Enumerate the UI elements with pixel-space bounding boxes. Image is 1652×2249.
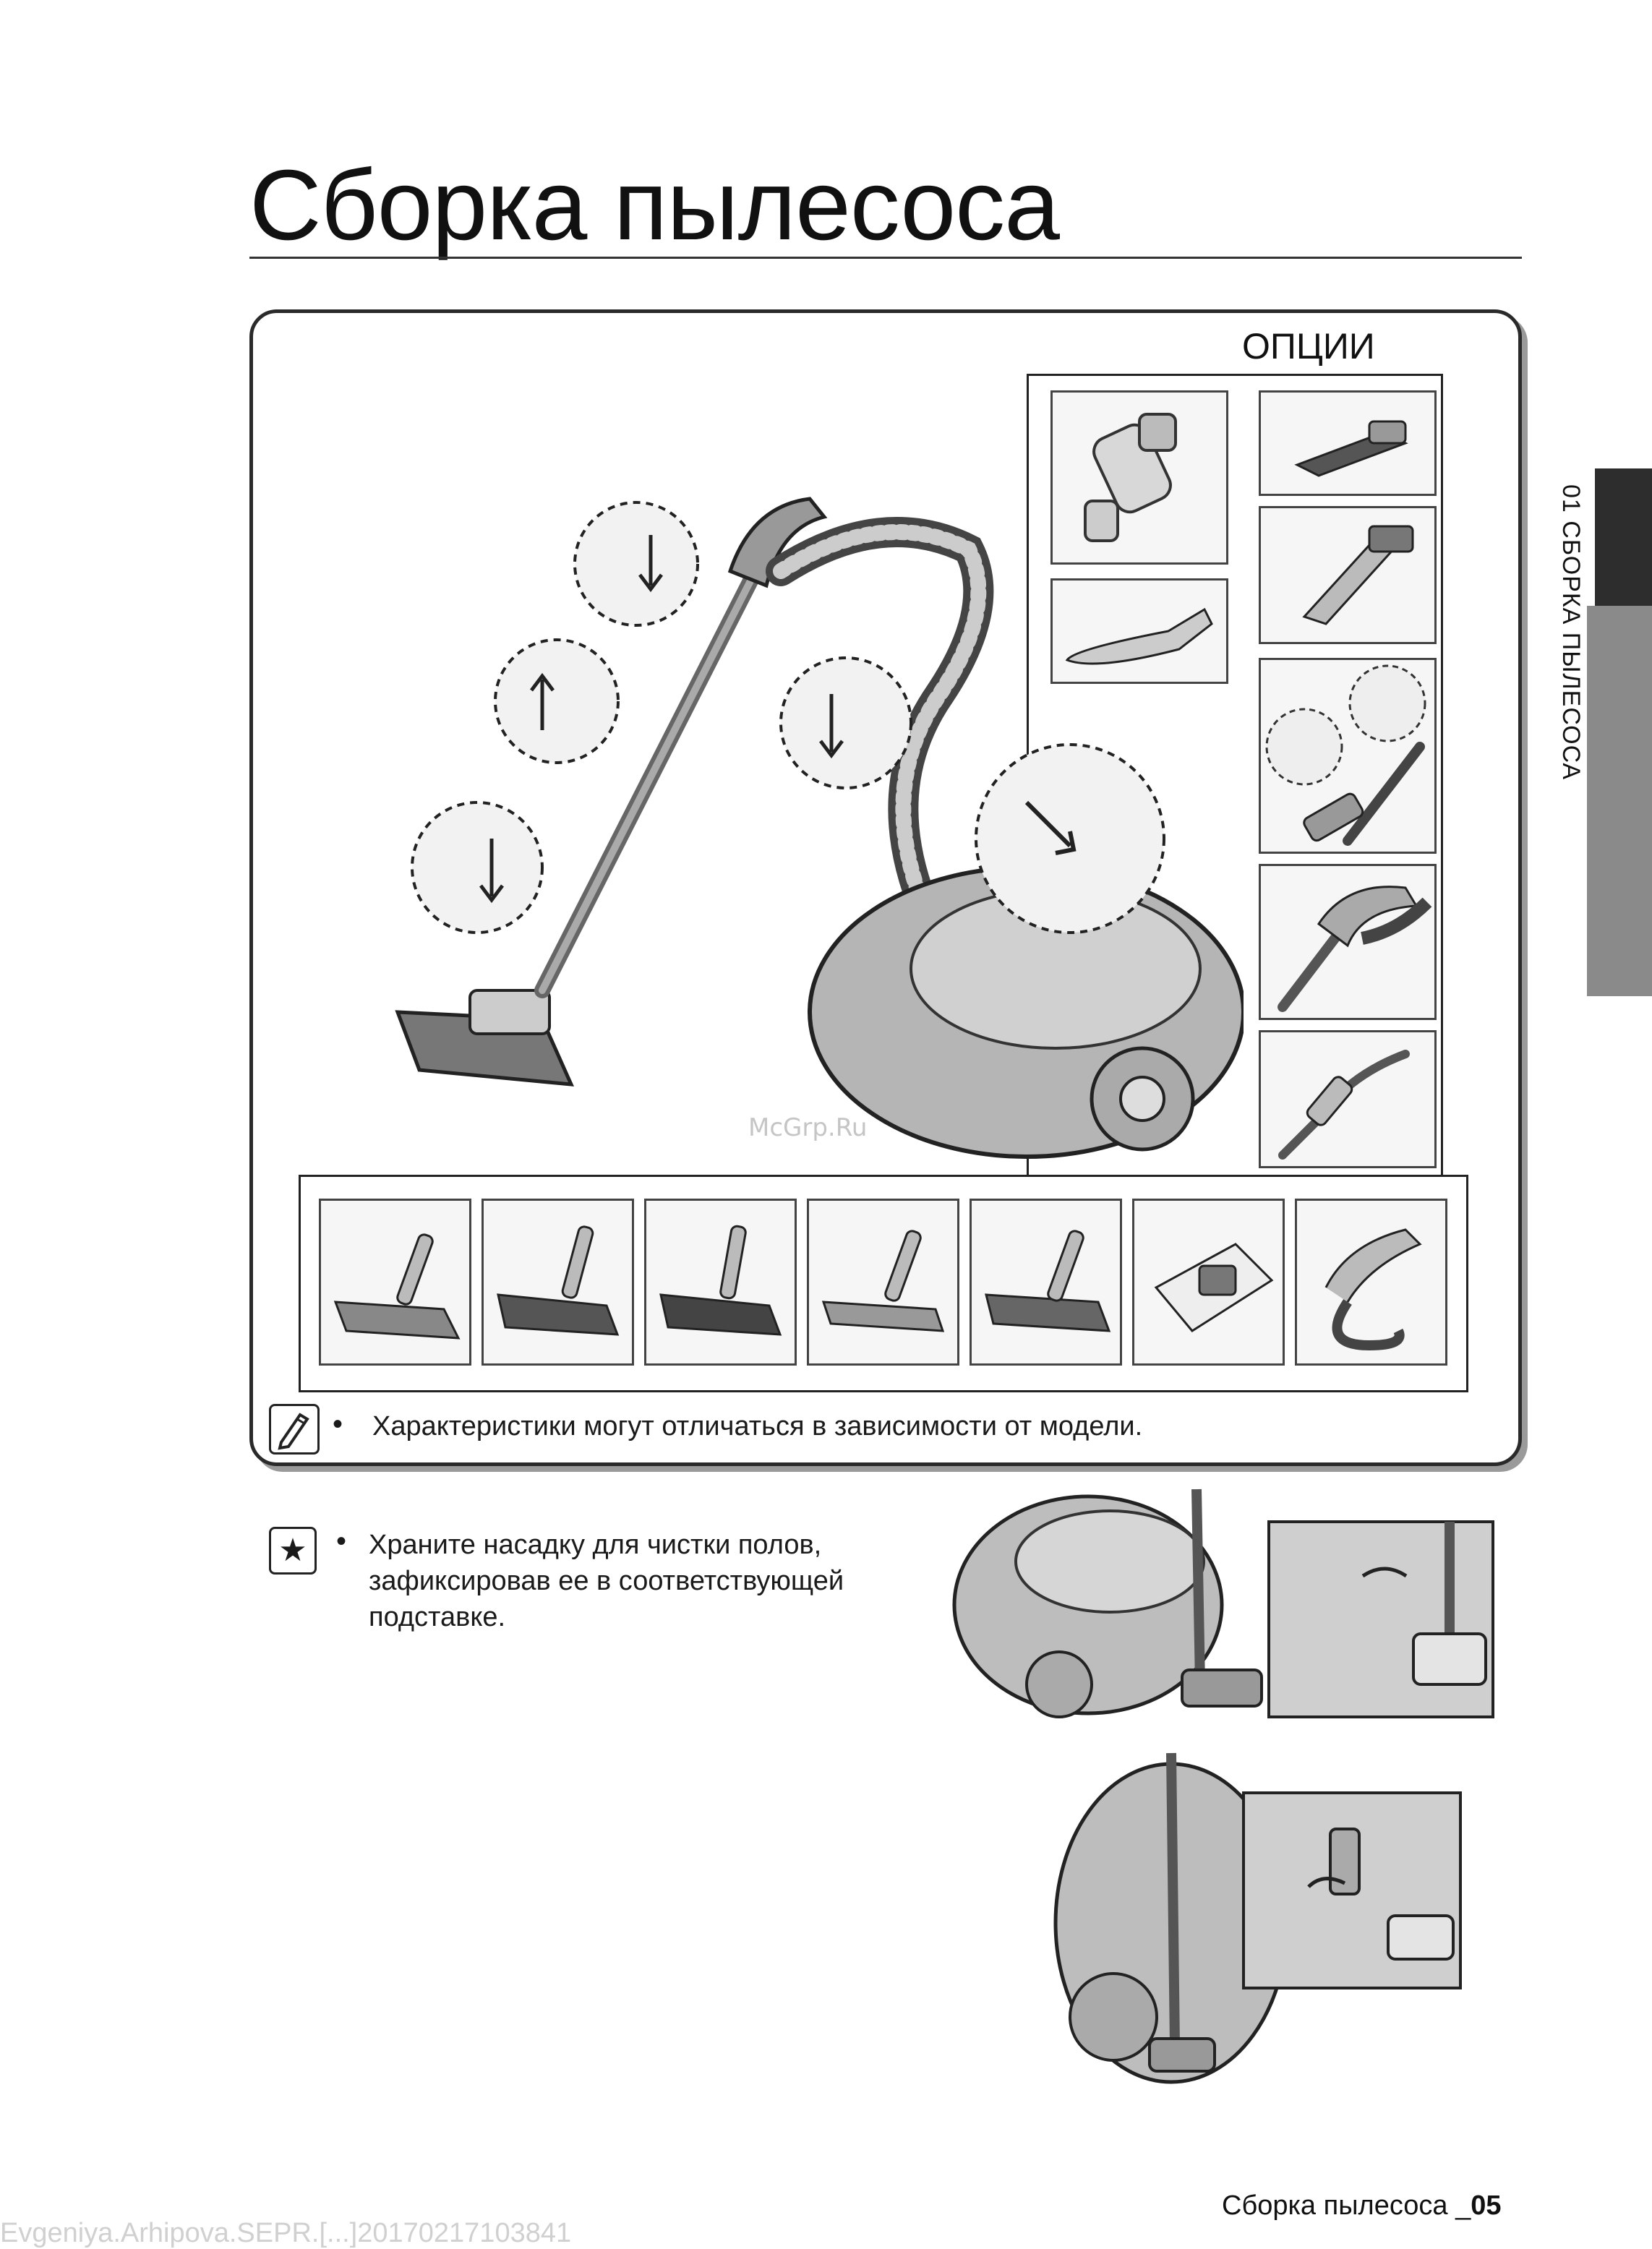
- floor-nozzle-icon: [809, 1201, 957, 1363]
- options-label: ОПЦИИ: [1242, 325, 1375, 367]
- nozzle-tile-7: [1295, 1199, 1447, 1366]
- accessory-tile-crevice-small: [1259, 390, 1437, 496]
- note-text: Характеристики могут отличаться в зависи…: [372, 1411, 1142, 1442]
- accessory-tile-handle-assembly: [1259, 658, 1437, 854]
- vacuum-cleaner-illustration: [376, 463, 1244, 1171]
- floor-nozzle-icon: [321, 1201, 469, 1363]
- section-tab: 01 СБОРКА ПЫЛЕСОСА: [1540, 477, 1591, 983]
- floor-nozzle-icon: [646, 1201, 795, 1363]
- tip-text: Храните насадку для чистки полов, зафикс…: [369, 1527, 875, 1635]
- pencil-note-icon: [269, 1404, 320, 1455]
- handle-grip-icon: [1261, 866, 1434, 1018]
- hose-icon: [1297, 1201, 1445, 1363]
- small-crevice-tool-icon: [1261, 393, 1434, 494]
- floor-nozzle-icon: [972, 1201, 1120, 1363]
- nozzle-tile-5: [970, 1199, 1122, 1366]
- watermark: McGrp.Ru: [748, 1113, 867, 1142]
- title-divider: [249, 257, 1522, 259]
- handle-assembly-icon: [1261, 660, 1434, 852]
- star-icon: ★: [269, 1527, 317, 1575]
- note-bullet: •: [333, 1408, 343, 1441]
- nozzle-parking-illustration-top: [951, 1482, 1500, 1742]
- upholstery-nozzle-icon: [1261, 508, 1434, 642]
- document-stamp: Evgeniya.Arhipova.SEPR.[...]201702171038…: [0, 2218, 571, 2249]
- tip-bullet: •: [336, 1525, 346, 1558]
- accessory-tile-handle-grip: [1259, 864, 1437, 1020]
- footer-text: Сборка пылесоса _: [1222, 2190, 1471, 2221]
- page-number: 05: [1471, 2190, 1501, 2221]
- section-tab-marker: [1595, 468, 1652, 606]
- floor-nozzle-options-panel: [299, 1175, 1468, 1392]
- section-tab-band: [1587, 606, 1652, 996]
- nozzle-tile-3: [644, 1199, 797, 1366]
- dust-bag-icon: [1134, 1201, 1283, 1363]
- hose-handle-icon: [1261, 1032, 1434, 1166]
- floor-nozzle-icon: [484, 1201, 632, 1363]
- page-title: Сборка пылесоса: [249, 155, 1059, 255]
- nozzle-tile-1: [319, 1199, 471, 1366]
- accessory-tile-hose-handle: [1259, 1030, 1437, 1168]
- nozzle-tile-4: [807, 1199, 959, 1366]
- section-tab-label: 01 СБОРКА ПЫЛЕСОСА: [1557, 484, 1585, 780]
- nozzle-tile-6: [1132, 1199, 1285, 1366]
- page-footer: Сборка пылесоса _05: [1222, 2190, 1502, 2222]
- accessory-tile-upholstery-nozzle: [1259, 506, 1437, 644]
- nozzle-tile-2: [482, 1199, 634, 1366]
- nozzle-parking-illustration-bottom: [1048, 1749, 1468, 2089]
